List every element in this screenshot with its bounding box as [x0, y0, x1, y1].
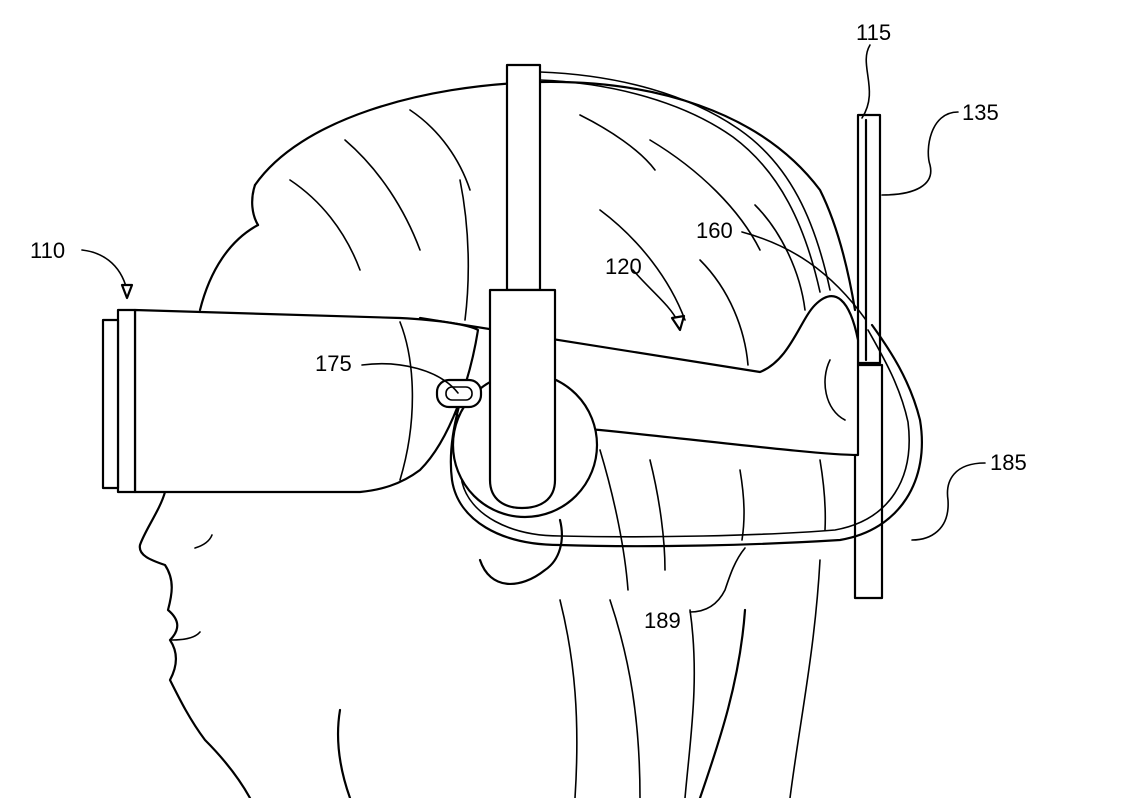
- hmd-goggles: [101, 308, 483, 494]
- label-135: 135: [962, 100, 999, 125]
- back-unit: [853, 113, 884, 600]
- label-175: 175: [315, 351, 352, 376]
- label-115: 115: [856, 20, 891, 45]
- label-189: 189: [644, 608, 681, 633]
- leader-lines: [81, 44, 986, 613]
- head-outline: [138, 80, 857, 798]
- top-strap: [488, 63, 831, 510]
- port: [435, 378, 483, 409]
- label-120: 120: [605, 254, 642, 279]
- label-110: 110: [30, 238, 65, 263]
- label-160: 160: [696, 218, 733, 243]
- label-185: 185: [990, 450, 1027, 475]
